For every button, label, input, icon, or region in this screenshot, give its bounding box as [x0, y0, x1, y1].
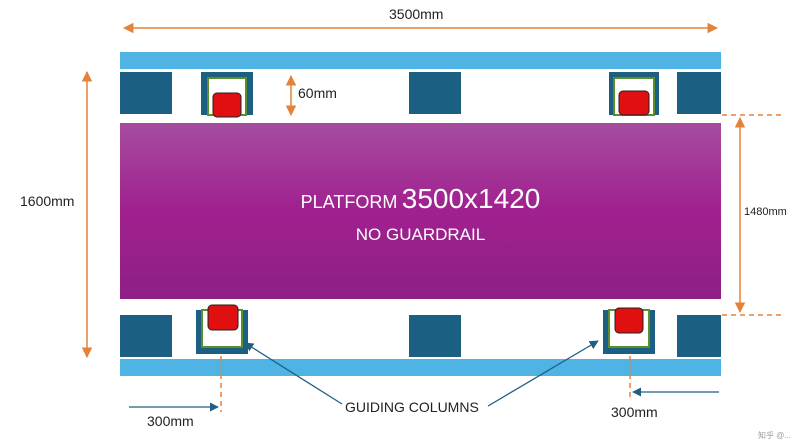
callout-arrow-right: [487, 340, 599, 407]
column-block: [120, 315, 172, 357]
guiding-column-bottom-left: [196, 304, 248, 354]
gap-label: 60mm: [298, 85, 337, 101]
column-block: [677, 72, 721, 114]
guiding-column-top-left: [201, 72, 253, 118]
watermark: 知乎 @...: [758, 431, 792, 440]
width-total-label: 3500mm: [389, 6, 444, 22]
column-block: [409, 315, 461, 357]
top-rail: [120, 52, 721, 69]
guiding-column-top-right: [609, 72, 659, 116]
depth-label: 1480mm: [744, 206, 787, 218]
bottom-rail: [120, 359, 721, 376]
platform-label-prefix: PLATFORM: [300, 192, 398, 212]
platform-title: PLATFORM 3500x1420: [120, 183, 721, 215]
offset-right-label: 300mm: [611, 404, 658, 420]
column-block: [677, 315, 721, 357]
platform-note: NO GUARDRAIL: [355, 225, 486, 244]
column-block: [120, 72, 172, 114]
callout-arrow-left: [244, 342, 343, 405]
guiding-column-bottom-right: [603, 307, 655, 354]
column-block: [409, 72, 461, 114]
platform: [120, 123, 721, 299]
platform-label-size: 3500x1420: [401, 183, 541, 214]
guiding-columns-label: GUIDING COLUMNS: [345, 399, 479, 415]
offset-left-label: 300mm: [147, 413, 194, 429]
height-total-label: 1600mm: [20, 193, 75, 209]
